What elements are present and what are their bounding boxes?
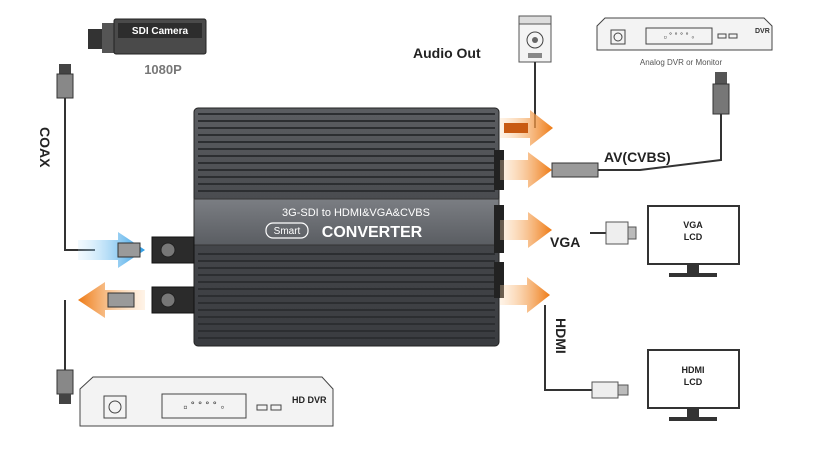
hd-dvr-button-2 xyxy=(270,404,282,411)
coax-cable xyxy=(56,64,95,251)
av-out-arrow-icon xyxy=(500,152,552,188)
coax-bnc-connector-icon xyxy=(56,73,74,99)
hdmi-cable-line xyxy=(544,305,592,391)
hdmi-lcd-neck xyxy=(687,408,699,417)
converter-name: CONVERTER xyxy=(322,224,423,241)
audio-speaker xyxy=(518,15,552,63)
converter-badge-frame xyxy=(265,222,309,239)
audio-out-label: Audio Out xyxy=(413,45,481,61)
av-cable xyxy=(598,72,730,171)
converter-label-band xyxy=(193,198,500,246)
camera-label: SDI Camera xyxy=(132,26,189,37)
speaker-top xyxy=(518,15,552,25)
hdmi-lcd-line1: HDMI xyxy=(682,365,705,375)
hd-dvr-bnc-tip-icon xyxy=(59,394,71,404)
hd-dvr-panel-dots-icon: ▫ ˚ ˚ ˚ ˚ ◦ xyxy=(183,400,224,414)
hdmi-plug-icon xyxy=(591,381,619,399)
sdi-output-port-icon xyxy=(160,292,176,308)
analog-dvr-disc-icon xyxy=(610,29,626,45)
sdi-input-port-icon xyxy=(160,242,176,258)
hdmi-out-arrow-icon xyxy=(500,277,550,313)
speaker-port xyxy=(528,53,542,58)
av-port xyxy=(494,150,504,190)
hd-dvr-disc-circle-icon xyxy=(108,400,122,414)
coax-cable-line xyxy=(64,98,95,251)
analog-dvr-brand: DVR xyxy=(755,28,770,35)
av-bnc-plug-icon xyxy=(551,162,599,178)
sdi-output-bnc-icon xyxy=(107,292,135,308)
hd-dvr-bnc-connector-icon xyxy=(56,369,74,395)
analog-dvr: ▫ ˚ ˚ ˚ ˚ ◦ DVR Analog DVR or Monitor xyxy=(596,17,773,67)
hdmi-lcd-base xyxy=(669,417,717,421)
hdmi-lcd-line2: LCD xyxy=(684,377,703,387)
hd-dvr: ▫ ˚ ˚ ˚ ˚ ◦ HD DVR xyxy=(79,376,334,427)
hdmi-lcd: HDMI LCD xyxy=(647,349,740,421)
audio-jack-icon xyxy=(504,123,528,133)
hdmi-plug-tip-icon xyxy=(617,384,629,396)
vga-plug-tip-icon xyxy=(627,226,637,240)
coax-label: COAX xyxy=(37,127,53,168)
vga-lcd-base xyxy=(669,273,717,277)
analog-dvr-panel-dots-icon: ▫ ˚ ˚ ˚ ˚ ◦ xyxy=(664,32,695,42)
vga-lcd: VGA LCD xyxy=(647,205,740,277)
converter-ribs xyxy=(198,113,495,339)
vga-out-arrow-icon xyxy=(500,212,552,248)
hd-dvr-label: HD DVR xyxy=(292,395,327,405)
hd-dvr-button-1 xyxy=(256,404,268,411)
hd-dvr-cable xyxy=(56,300,74,404)
vga-lcd-screen xyxy=(647,205,740,265)
speaker-center-icon xyxy=(532,37,538,43)
coax-bnc-top-icon xyxy=(59,64,71,74)
camera-lens xyxy=(102,23,114,53)
hdmi-label: HDMI xyxy=(553,318,569,354)
analog-dvr-panel xyxy=(645,27,713,45)
vga-lcd-neck xyxy=(687,264,699,273)
vga-plug-icon xyxy=(605,221,629,245)
analog-dvr-button-2 xyxy=(728,33,738,39)
vga-lcd-line1: VGA xyxy=(683,220,703,230)
sdi-input-arrow-icon xyxy=(78,232,145,268)
hd-dvr-disc-icon xyxy=(103,395,127,419)
analog-dvr-button-1 xyxy=(717,33,727,39)
converter-title: 3G-SDI to HDMI&VGA&CVBS xyxy=(282,207,430,219)
camera-label-plate xyxy=(118,23,202,38)
av-cable-line xyxy=(598,114,722,171)
hd-dvr-panel xyxy=(161,393,247,419)
sdi-input-bnc-icon xyxy=(117,242,141,258)
analog-dvr-body xyxy=(596,17,773,51)
camera-resolution: 1080P xyxy=(144,62,182,77)
hd-dvr-body xyxy=(79,376,334,427)
analog-dvr-caption: Analog DVR or Monitor xyxy=(640,58,723,67)
vga-label: VGA xyxy=(550,234,580,250)
av-label: AV(CVBS) xyxy=(604,149,671,165)
analog-dvr-disc-circle-icon xyxy=(613,32,623,42)
converter-box: 3G-SDI to HDMI&VGA&CVBS Smart CONVERTER xyxy=(151,107,504,347)
speaker-cone-icon xyxy=(526,31,544,49)
converter-badge: Smart xyxy=(274,226,301,237)
av-bnc-top-icon xyxy=(715,72,727,84)
hdmi-port xyxy=(494,262,504,298)
av-bnc-connector-icon xyxy=(712,83,730,115)
vga-lcd-line2: LCD xyxy=(684,232,703,242)
vga-port xyxy=(494,205,504,253)
sdi-camera: SDI Camera 1080P xyxy=(88,18,207,77)
camera-lens-mount xyxy=(88,29,102,49)
